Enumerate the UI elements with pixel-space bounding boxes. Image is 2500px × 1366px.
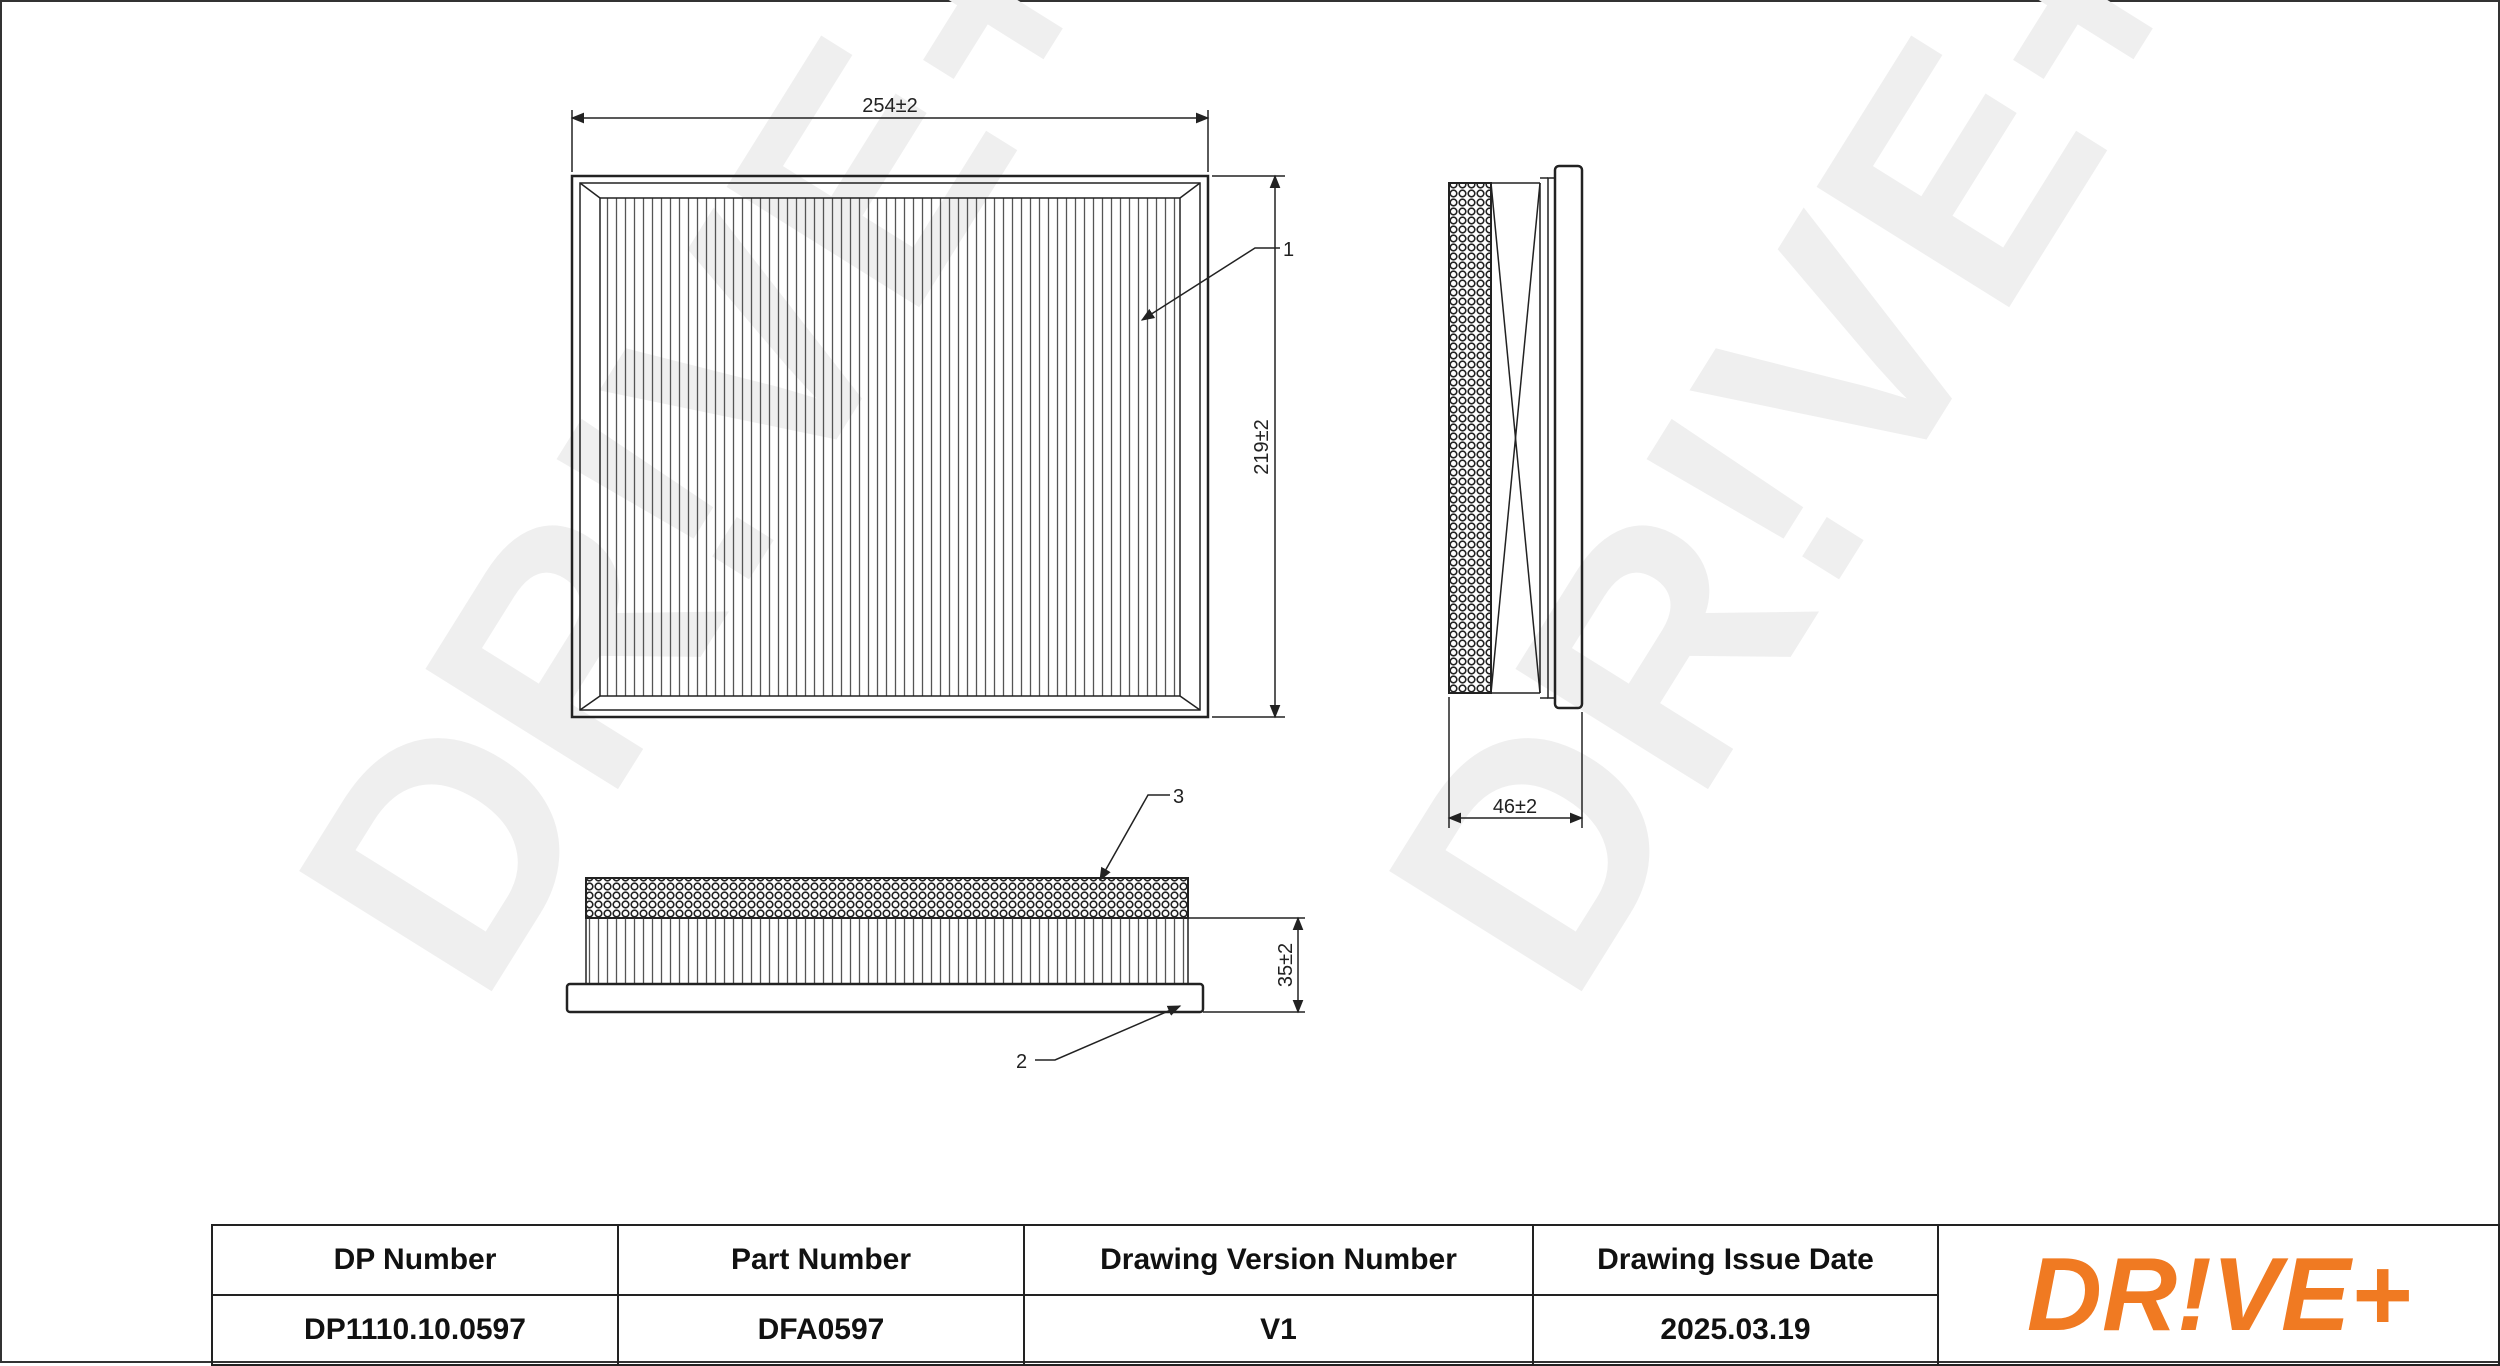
value-drawing-version: V1 (1023, 1294, 1534, 1366)
value-dp-number: DP1110.10.0597 (211, 1294, 619, 1366)
header-part-number: Part Number (617, 1224, 1025, 1296)
logo-text: DR!VE+ (2026, 1237, 2410, 1353)
drive-logo: DR!VE+ (2026, 1237, 2410, 1353)
header-drawing-version: Drawing Version Number (1023, 1224, 1534, 1296)
watermark: DR!VE+ DR!VE+ (226, 0, 2275, 1047)
header-dp-number: DP Number (211, 1224, 619, 1296)
profile-view (565, 794, 1305, 1061)
value-issue-date: 2025.03.19 (1532, 1294, 1939, 1366)
height-dimension-label: 219±2 (1251, 419, 1273, 474)
logo-cell: DR!VE+ (1937, 1224, 2500, 1366)
callout-1: 1 (1283, 239, 1294, 261)
profile-dimension-label: 35±2 (1275, 943, 1297, 987)
callout-2: 2 (1016, 1051, 1027, 1073)
title-block: DP Number Part Number Drawing Version Nu… (211, 1224, 2500, 1366)
side-view (1447, 164, 1584, 828)
callout-3: 3 (1173, 786, 1184, 808)
width-dimension-label: 254±2 (862, 95, 917, 117)
depth-dimension-label: 46±2 (1493, 796, 1537, 818)
front-view (570, 110, 1285, 719)
header-issue-date: Drawing Issue Date (1532, 1224, 1939, 1296)
value-part-number: DFA0597 (617, 1294, 1025, 1366)
